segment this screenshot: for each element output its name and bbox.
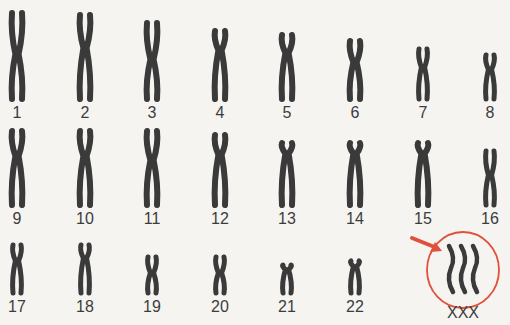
chromatid bbox=[12, 131, 16, 205]
chromosome-number: 2 bbox=[81, 104, 90, 122]
chromatid bbox=[147, 23, 151, 99]
chromatid bbox=[486, 151, 489, 205]
chromatid bbox=[80, 15, 84, 99]
chromatid bbox=[19, 13, 23, 99]
chromatid bbox=[222, 31, 226, 99]
chromatid bbox=[215, 31, 219, 99]
pointer-arrow-head bbox=[430, 242, 442, 252]
chromosome-number: 1 bbox=[13, 104, 22, 122]
chromatid bbox=[12, 13, 16, 99]
chromatid bbox=[283, 265, 286, 293]
chromosome-number: 3 bbox=[148, 104, 157, 122]
chromatid bbox=[473, 246, 477, 292]
chromatid bbox=[222, 135, 226, 205]
chromatid bbox=[282, 143, 286, 205]
chromatid bbox=[357, 143, 361, 205]
chromatid bbox=[425, 49, 428, 99]
chromatid bbox=[351, 261, 354, 293]
chromatid bbox=[154, 131, 158, 205]
chromosome-number: 19 bbox=[143, 298, 161, 316]
chromosome-number: 6 bbox=[351, 104, 360, 122]
chromatid bbox=[216, 257, 219, 293]
chromatid bbox=[289, 35, 293, 99]
chromosome-number: 22 bbox=[346, 298, 364, 316]
chromatid bbox=[357, 41, 361, 99]
chromosome-number: 12 bbox=[211, 210, 229, 228]
chromatid bbox=[80, 131, 84, 205]
chromosome-number: 20 bbox=[211, 298, 229, 316]
chromosome-number: 17 bbox=[8, 298, 26, 316]
chromatid bbox=[154, 257, 157, 293]
chromatid bbox=[449, 246, 453, 292]
chromatid bbox=[222, 257, 225, 293]
chromosome-number: 10 bbox=[76, 210, 94, 228]
chromatid bbox=[492, 151, 495, 205]
chromatid bbox=[350, 143, 354, 205]
chromatid bbox=[148, 257, 151, 293]
chromosome-number: 5 bbox=[283, 104, 292, 122]
chromosome-number: 18 bbox=[76, 298, 94, 316]
chromosome-number: 7 bbox=[419, 104, 428, 122]
chromatid bbox=[425, 143, 429, 205]
chromosome-number: 21 bbox=[278, 298, 296, 316]
chromatid bbox=[461, 246, 465, 292]
chromatid bbox=[350, 41, 354, 99]
chromatid bbox=[87, 245, 90, 293]
chromatid bbox=[19, 131, 23, 205]
chromatid bbox=[289, 265, 292, 293]
chromosome-number: 15 bbox=[414, 210, 432, 228]
chromatid bbox=[492, 55, 495, 99]
chromatid bbox=[418, 143, 422, 205]
chromosome-number: 9 bbox=[13, 210, 22, 228]
sex-chromosome-label: XXX bbox=[447, 304, 479, 322]
chromatid bbox=[147, 131, 151, 205]
chromatid bbox=[81, 245, 84, 293]
chromatid bbox=[357, 261, 360, 293]
chromosome-number: 8 bbox=[486, 104, 495, 122]
chromosome-number: 11 bbox=[144, 210, 161, 228]
chromatid bbox=[282, 35, 286, 99]
chromatid bbox=[19, 245, 22, 293]
chromatid bbox=[289, 143, 293, 205]
chromosome-number: 4 bbox=[216, 104, 225, 122]
chromatid bbox=[87, 131, 91, 205]
chromatid bbox=[419, 49, 422, 99]
chromatid bbox=[154, 23, 158, 99]
chromatid bbox=[215, 135, 219, 205]
chromatid bbox=[87, 15, 91, 99]
chromatid bbox=[486, 55, 489, 99]
chromosome-number: 16 bbox=[481, 210, 499, 228]
chromatid bbox=[13, 245, 16, 293]
chromosome-number: 14 bbox=[346, 210, 364, 228]
highlight-circle bbox=[427, 232, 499, 308]
chromosome-number: 13 bbox=[278, 210, 296, 228]
